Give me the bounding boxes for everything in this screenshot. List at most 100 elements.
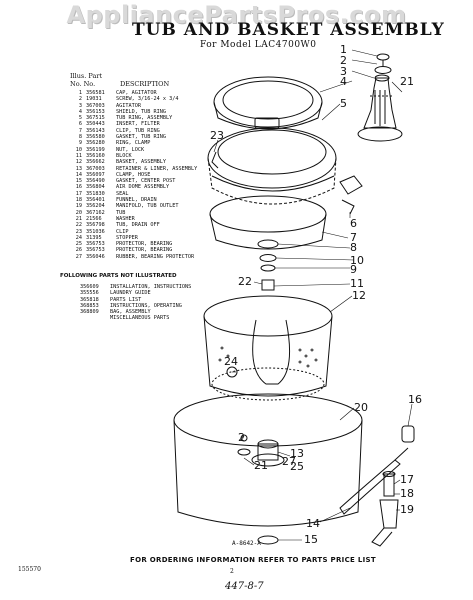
part-number: 356401 <box>86 197 105 204</box>
part-description: CLIP, TUB RING <box>116 127 160 134</box>
callout-4: 4 <box>340 75 347 88</box>
callout-27: 27 <box>282 455 296 468</box>
model-subtitle: For Model LAC4700W0 <box>200 40 317 50</box>
part-illus-no: 17 <box>75 190 82 197</box>
header-description: DESCRIPTION <box>120 80 170 88</box>
part-number: 356280 <box>86 140 105 147</box>
part-number: 356204 <box>86 203 105 210</box>
part-illus-no: 18 <box>75 197 82 204</box>
part-illus-no: 8 <box>78 134 82 141</box>
part-illus-no: 9 <box>78 140 82 147</box>
parts-row: 2 19031 SCREW, 3/16-24 x 3/4 <box>70 96 197 102</box>
part-number: 356581 <box>86 90 105 96</box>
part-description: SEAL <box>116 190 129 197</box>
part-description: TUB RING, ASSEMBLY <box>116 115 173 122</box>
part-description: FUNNEL, DRAIN <box>116 197 157 204</box>
part-description: AIR DOME ASSEMBLY <box>116 184 170 191</box>
part-description: SCREW, 3/16-24 x 3/4 <box>116 96 179 103</box>
ordering-footer: FOR ORDERING INFORMATION REFER TO PARTS … <box>130 556 376 564</box>
part-description: GASKET, TUB RING <box>116 134 166 141</box>
part-number: 356046 <box>86 253 105 260</box>
part-illus-no: 16 <box>75 184 82 191</box>
handwritten-note: 447-8-7 <box>225 581 264 592</box>
part-illus-no: 14 <box>75 171 82 178</box>
part-description: INSERT, FILTER <box>116 121 160 128</box>
part-number: 356199 <box>86 146 105 153</box>
callout-20: 20 <box>354 401 368 414</box>
part-number: 356143 <box>86 127 105 134</box>
callout-17: 17 <box>400 473 414 486</box>
part-illus-no: 12 <box>75 159 82 166</box>
part-description: RUBBER, BEARING PROTECTOR <box>116 253 195 260</box>
part-illus-no: 23 <box>75 228 82 235</box>
part-number: 367003 <box>86 165 105 172</box>
page-title: TUB AND BASKET ASSEMBLY <box>132 20 445 40</box>
callout-2b: 2 <box>238 431 245 444</box>
part-illus-no: 26 <box>75 247 82 254</box>
part-description: TUB <box>116 209 126 216</box>
part-number: 355556 <box>80 290 99 297</box>
part-number: 351830 <box>86 190 105 197</box>
part-description: PROTECTOR, BEARING <box>116 247 173 254</box>
part-number: 19031 <box>86 96 102 103</box>
part-description: SHIELD, TUB RING <box>116 108 166 115</box>
callout-25: 25 <box>290 460 304 473</box>
part-illus-no: 24 <box>75 234 82 241</box>
callout-19: 19 <box>400 503 414 516</box>
part-number: 356097 <box>86 171 105 178</box>
part-illus-no: 2 <box>78 96 82 103</box>
callout-9: 9 <box>350 263 357 276</box>
part-number: 356753 <box>86 241 105 248</box>
part-description: PROTECTOR, BEARING <box>116 241 173 248</box>
tub-ring <box>213 76 323 130</box>
part-description: WASHER <box>116 215 135 222</box>
part-description: BAG, ASSEMBLY <box>110 309 151 316</box>
callout-5: 5 <box>340 97 347 110</box>
part-description: GASKET, CENTER POST <box>116 178 176 185</box>
part-number: 356490 <box>86 178 105 185</box>
watermark: AppliancePartsPros.com <box>66 1 407 29</box>
part-number: 356609 <box>80 284 99 290</box>
filter-insert <box>339 175 363 215</box>
drain-manifold <box>339 425 415 547</box>
callout-8: 8 <box>350 241 357 254</box>
part-number: 356153 <box>86 108 105 115</box>
callout-13: 13 <box>290 447 304 460</box>
part-number: 356160 <box>86 152 105 159</box>
callout-21: 21 <box>400 75 414 88</box>
part-number: 31395 <box>86 234 102 241</box>
parts-list-header: Illus. Part No. No. DESCRIPTION <box>70 72 169 88</box>
agitator-cap <box>374 53 392 74</box>
part-illus-no: 11 <box>75 152 82 159</box>
part-description: RETAINER & LINER, ASSEMBLY <box>116 165 198 172</box>
part-number: 365818 <box>80 296 99 303</box>
part-number: 351036 <box>86 228 105 235</box>
parts-row: 17 351830 SEAL <box>70 191 197 197</box>
part-illus-no: 10 <box>75 146 82 153</box>
callout-21b: 21 <box>254 459 268 472</box>
part-description: CAP, AGITATOR <box>116 90 157 96</box>
callout-18: 18 <box>400 487 414 500</box>
part-illus-no: 19 <box>75 203 82 210</box>
